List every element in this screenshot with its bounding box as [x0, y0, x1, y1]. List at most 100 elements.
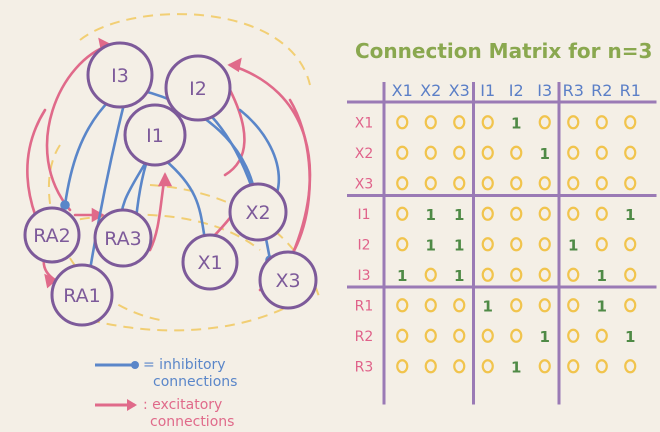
matrix-cell-zero-value: 0	[601, 339, 602, 341]
matrix-column-header: X2	[420, 81, 441, 100]
matrix-cell-zero-value: 0	[430, 278, 431, 280]
node-x3-label: X3	[275, 270, 300, 292]
matrix-cell-zero-value: 0	[516, 217, 517, 219]
matrix-cell-zero-value: 0	[459, 369, 460, 371]
matrix-cell-one: 1	[483, 297, 493, 315]
matrix-cell-zero: 0	[396, 206, 409, 221]
matrix-grid	[347, 82, 657, 405]
matrix-cell-zero-value: 0	[573, 217, 574, 219]
matrix-cell-zero: 0	[624, 267, 637, 282]
matrix-cell-zero-value: 0	[487, 125, 488, 127]
matrix-cell-zero-value: 0	[601, 125, 602, 127]
node-ra3: RA3	[93, 208, 153, 268]
matrix-cell-zero: 0	[481, 237, 494, 252]
matrix-cell-zero-value: 0	[601, 217, 602, 219]
matrix-cell-zero: 0	[510, 267, 523, 282]
inhibitory-i3-ra2	[63, 98, 112, 207]
node-i1: I1	[123, 103, 187, 167]
matrix-cell-zero-value: 0	[573, 369, 574, 371]
legend-inhibitory: = inhibitory connections	[95, 357, 237, 390]
matrix-cell-zero: 0	[595, 328, 608, 343]
matrix-cell-zero: 0	[510, 176, 523, 191]
matrix-cell-zero: 0	[453, 115, 466, 130]
matrix-cell-one: 1	[597, 297, 607, 315]
matrix-row-header: X3	[355, 176, 374, 192]
matrix-cell-zero: 0	[481, 145, 494, 160]
matrix-cell-zero: 0	[424, 298, 437, 313]
matrix-cell-zero: 0	[424, 145, 437, 160]
matrix-cell-zero-value: 0	[516, 247, 517, 249]
matrix-cell-zero: 0	[481, 206, 494, 221]
matrix-cell-zero-value: 0	[573, 278, 574, 280]
matrix-cell-zero: 0	[538, 206, 551, 221]
matrix-cell-zero: 0	[453, 359, 466, 374]
matrix-row-header: I3	[357, 268, 370, 284]
matrix-cell-zero: 0	[595, 359, 608, 374]
matrix-row-header: I2	[357, 237, 370, 253]
matrix-cell-zero-value: 0	[402, 369, 403, 371]
matrix-cell-zero-value: 0	[430, 369, 431, 371]
legend-excitatory-arrow	[127, 399, 137, 411]
matrix-cell-zero: 0	[396, 328, 409, 343]
matrix-cell-zero-value: 0	[430, 308, 431, 310]
matrix-cell-zero-value: 0	[402, 186, 403, 188]
excitatory-i2-x2	[223, 88, 246, 177]
matrix-cell-zero-value: 0	[630, 369, 631, 371]
matrix-cell-zero: 0	[538, 267, 551, 282]
matrix-cell-one: 1	[397, 267, 407, 285]
arrowhead-5	[157, 172, 173, 187]
matrix-cell-zero: 0	[595, 176, 608, 191]
matrix-cell-zero: 0	[396, 115, 409, 130]
arrowhead-3	[91, 207, 105, 223]
matrix-cell-zero-value: 0	[487, 278, 488, 280]
matrix-cell-one: 1	[540, 328, 550, 346]
matrix-cell-zero-value: 0	[630, 186, 631, 188]
matrix-cell-zero-value: 0	[516, 156, 517, 158]
matrix-cell-zero-value: 0	[402, 339, 403, 341]
matrix-cell-one: 1	[454, 236, 464, 254]
matrix-cell-zero: 0	[624, 145, 637, 160]
matrix-cell-zero-value: 0	[487, 247, 488, 249]
matrix-row-header: R2	[355, 329, 374, 345]
matrix-cell-zero: 0	[481, 328, 494, 343]
node-i3-label: I3	[111, 65, 129, 87]
matrix-cell-zero-value: 0	[402, 156, 403, 158]
matrix-cell-one: 1	[540, 145, 550, 163]
matrix-cell-zero-value: 0	[402, 247, 403, 249]
matrix-cell-one: 1	[625, 328, 635, 346]
matrix-cell-zero-value: 0	[544, 308, 545, 310]
arrowhead-2	[227, 57, 242, 73]
matrix-cell-zero-value: 0	[573, 125, 574, 127]
matrix-cell-zero: 0	[453, 176, 466, 191]
legend-inhibitory-label-2: connections	[153, 374, 237, 390]
matrix-cell-zero-value: 0	[573, 308, 574, 310]
matrix-cell-zero-value: 0	[487, 339, 488, 341]
matrix-cell-zero-value: 0	[630, 156, 631, 158]
matrix-column-header: I1	[480, 81, 495, 100]
matrix-cell-zero-value: 0	[459, 156, 460, 158]
dot-1	[60, 200, 70, 210]
matrix-cell-zero: 0	[453, 328, 466, 343]
arrowhead-4	[44, 273, 58, 289]
node-ra3-label: RA3	[104, 228, 142, 250]
node-x1-label: X1	[197, 252, 222, 274]
matrix-cell-zero-value: 0	[459, 186, 460, 188]
legend-excitatory-label-2: connections	[150, 414, 234, 430]
matrix-cell-zero: 0	[481, 176, 494, 191]
matrix-cell-zero-value: 0	[430, 156, 431, 158]
matrix-cell-zero-value: 0	[516, 186, 517, 188]
matrix-cell-zero: 0	[595, 115, 608, 130]
matrix-cell-zero-value: 0	[487, 217, 488, 219]
matrix-cell-zero: 0	[453, 145, 466, 160]
matrix-cell-zero: 0	[396, 359, 409, 374]
matrix-row-header: I1	[357, 207, 370, 223]
matrix-cell-zero: 0	[624, 359, 637, 374]
legend-inhibitory-label-1: = inhibitory	[143, 357, 226, 373]
matrix-cell-zero: 0	[424, 176, 437, 191]
matrix-cell-zero: 0	[595, 206, 608, 221]
matrix-cell-one: 1	[454, 267, 464, 285]
matrix-cell-zero-value: 0	[487, 156, 488, 158]
matrix-cell-one: 1	[597, 267, 607, 285]
